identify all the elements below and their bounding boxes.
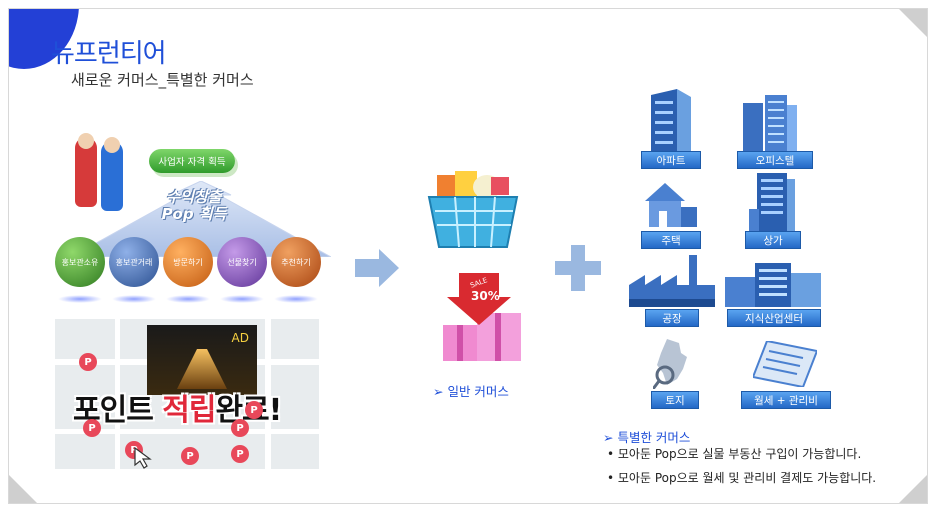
- store-building-icon: [749, 173, 795, 231]
- ad-image: AD: [147, 325, 257, 395]
- bill-document-icon: [753, 341, 817, 387]
- house-icon: [645, 183, 697, 227]
- point-pin: P: [83, 419, 101, 437]
- label-factory: 공장: [645, 309, 699, 327]
- corner-fold-top-right: [899, 9, 927, 37]
- label-house: 주택: [641, 231, 701, 249]
- plus-icon: [555, 245, 601, 291]
- ball-shadow: [112, 295, 156, 303]
- ball-find-gift: 선물찾기: [217, 237, 267, 287]
- bullet-pay-rent: • 모아둔 Pop으로 월세 및 관리비 결제도 가능합니다.: [607, 471, 877, 485]
- cursor-icon: [134, 447, 152, 469]
- sale-gift-icon: [443, 273, 521, 361]
- point-pin: P: [79, 353, 97, 371]
- label-officetel: 오피스텔: [737, 151, 813, 169]
- triangle-caption-line1: 수익창출: [166, 188, 222, 206]
- people-icon: [75, 127, 135, 211]
- label-rent-management-fee: 월세 + 관리비: [741, 391, 831, 409]
- ball-shadow: [166, 295, 210, 303]
- land-map-icon: [653, 339, 687, 389]
- triangle-caption: 수익창출 Pop 획득: [129, 189, 259, 223]
- ball-shadow: [220, 295, 264, 303]
- knowledge-industry-center-icon: [725, 263, 821, 307]
- corner-fold-bottom-left: [9, 475, 37, 503]
- ball-recommend: 추천하기: [271, 237, 321, 287]
- page-title: 뉴프런티어: [51, 39, 167, 69]
- apartment-icon: [651, 89, 691, 153]
- sale-percent: 30%: [471, 289, 500, 303]
- ball-shadow: [274, 295, 318, 303]
- point-pin: P: [245, 401, 263, 419]
- corner-fold-bottom-right: [899, 475, 927, 503]
- label-store: 상가: [745, 231, 801, 249]
- triangle-caption-line2: Pop 획득: [161, 205, 227, 223]
- point-pin: P: [181, 447, 199, 465]
- ad-label: AD: [231, 331, 249, 345]
- general-commerce-label: ➢ 일반 커머스: [433, 384, 509, 399]
- arrow-right-icon: [355, 249, 399, 287]
- special-commerce-heading: ➢ 특별한 커머스: [603, 430, 691, 445]
- business-qualification-pill: 사업자 자격 획득: [149, 149, 235, 173]
- bullet-buy-real-estate: • 모아둔 Pop으로 실물 부동산 구입이 가능합니다.: [607, 447, 862, 461]
- slide: 뉴프런티어 새로운 커머스_특별한 커머스 사업자 자격 획득 수익창출 Pop…: [8, 8, 928, 504]
- map-banner: AD P 포인트 적립완료! P P P P P P: [55, 319, 319, 469]
- shopping-basket-icon: [427, 171, 519, 248]
- point-pin: P: [231, 419, 249, 437]
- officetel-icon: [743, 95, 797, 153]
- factory-icon: [629, 255, 715, 307]
- ball-promo-own: 홍보관소유: [55, 237, 105, 287]
- ball-shadow: [58, 295, 102, 303]
- ball-promo-trade: 홍보관거래: [109, 237, 159, 287]
- page-subtitle: 새로운 커머스_특별한 커머스: [71, 71, 254, 89]
- label-apartment: 아파트: [641, 151, 701, 169]
- label-land: 토지: [651, 391, 699, 409]
- label-knowledge-industry-center: 지식산업센터: [727, 309, 821, 327]
- point-pin: P: [231, 445, 249, 463]
- ball-visit: 방문하기: [163, 237, 213, 287]
